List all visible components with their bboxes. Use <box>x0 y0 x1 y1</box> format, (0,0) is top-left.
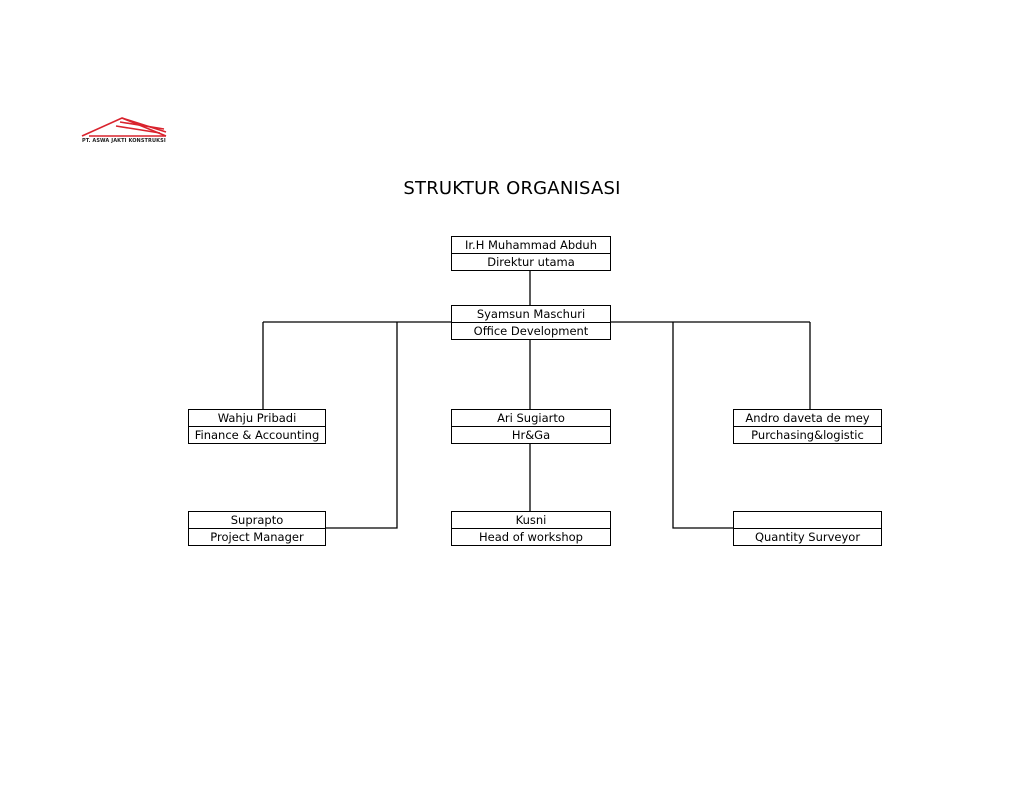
node-role: Direktur utama <box>487 254 575 269</box>
node-role: Purchasing&logistic <box>751 427 864 442</box>
node-role: Quantity Surveyor <box>754 529 861 544</box>
connector-quantity-surveyor <box>672 322 734 529</box>
node-name: Ir.H Muhammad Abduh <box>452 237 610 254</box>
node-role: Project Manager <box>210 529 304 544</box>
node-name <box>734 512 881 529</box>
node-name: Wahju Pribadi <box>189 410 325 427</box>
org-box-office-development: Syamsun Maschuri Office Development <box>451 305 611 340</box>
org-box-hrga: Ari Sugiarto Hr&Ga <box>451 409 611 444</box>
node-role: Finance & Accounting <box>194 427 320 442</box>
org-box-director: Ir.H Muhammad Abduh Direktur utama <box>451 236 611 271</box>
node-role: Hr&Ga <box>511 427 551 442</box>
org-box-quantity-surveyor: Quantity Surveyor <box>733 511 882 546</box>
company-logo: PT. ASWA JAKTI KONSTRUKSI <box>80 116 170 148</box>
org-box-purchasing: Andro daveta de mey Purchasing&logistic <box>733 409 882 444</box>
page-title: STRUKTUR ORGANISASI <box>403 178 621 199</box>
org-box-workshop: Kusni Head of workshop <box>451 511 611 546</box>
roof-logo-icon <box>81 117 167 137</box>
node-name: Syamsun Maschuri <box>452 306 610 323</box>
logo-company-name: PT. ASWA JAKTI KONSTRUKSI <box>82 138 166 144</box>
connector-project-manager <box>325 322 398 529</box>
node-name: Ari Sugiarto <box>452 410 610 427</box>
node-role: Office Development <box>473 323 589 338</box>
org-box-project-manager: Suprapto Project Manager <box>188 511 326 546</box>
node-name: Suprapto <box>189 512 325 529</box>
node-name: Andro daveta de mey <box>734 410 881 427</box>
org-box-finance: Wahju Pribadi Finance & Accounting <box>188 409 326 444</box>
node-name: Kusni <box>452 512 610 529</box>
node-role: Head of workshop <box>479 529 583 544</box>
